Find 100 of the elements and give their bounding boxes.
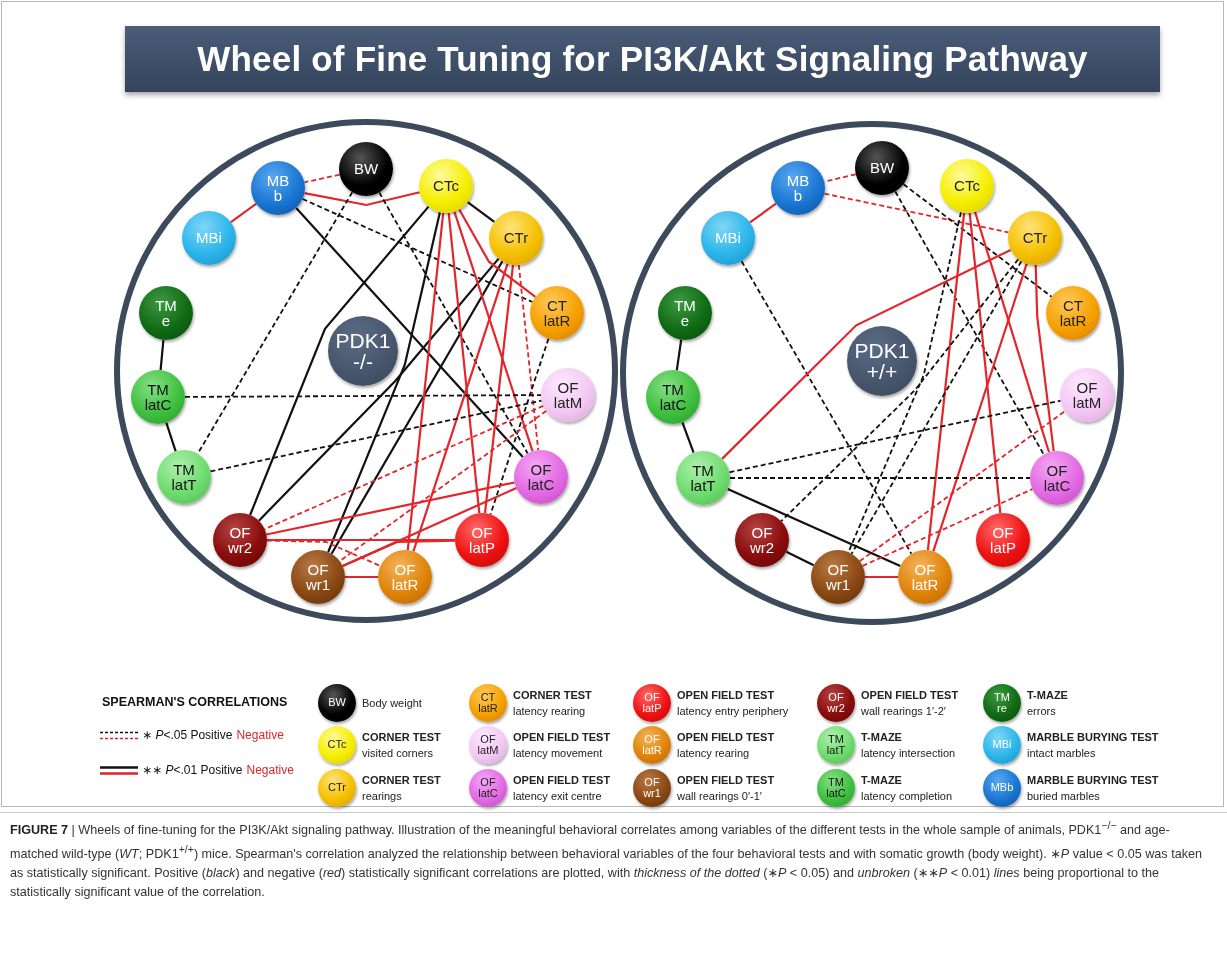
bubble-label: OF latM xyxy=(1072,379,1102,411)
legend-text: Negative xyxy=(246,763,294,777)
correlation-line xyxy=(785,550,815,567)
variable-bubble xyxy=(251,161,305,215)
bubble-label: OF latP xyxy=(989,524,1017,556)
variable-bubble xyxy=(983,769,1021,807)
wheel-ring xyxy=(114,119,618,623)
bubble-label: MBb xyxy=(990,782,1014,794)
variable-bubble xyxy=(676,451,730,505)
variable-bubble xyxy=(339,142,393,196)
correlation-line xyxy=(267,538,455,542)
legend-heading: CORNER TEST xyxy=(362,730,441,745)
legend-heading: OPEN FIELD TEST xyxy=(861,688,959,703)
bubble-label: CT latR xyxy=(1058,297,1088,329)
correlation-line xyxy=(780,258,1020,522)
correlation-line xyxy=(230,202,257,224)
legend-title: SPEARMAN'S CORRELATIONS xyxy=(102,695,288,709)
correlation-line xyxy=(467,201,495,223)
bubble-label: OF latR xyxy=(641,733,663,757)
variable-bubble xyxy=(817,684,855,722)
variable-bubble xyxy=(855,141,909,195)
variable-bubble xyxy=(940,159,994,213)
variable-bubble xyxy=(213,513,267,567)
variable-bubble xyxy=(701,211,755,265)
correlation-line xyxy=(823,192,1010,234)
bubble-label: CTc xyxy=(953,178,981,194)
correlation-line xyxy=(209,399,543,473)
bubble-label: MBi xyxy=(195,230,223,246)
bubble-label: TM latC xyxy=(658,381,688,413)
legend-description: visited corners xyxy=(362,746,434,761)
correlation-line xyxy=(249,205,430,516)
wheel-ring xyxy=(620,121,1124,625)
correlation-line xyxy=(932,263,1028,552)
bubble-label: TM latC xyxy=(825,776,847,800)
correlation-line xyxy=(301,198,534,303)
correlation-line xyxy=(850,260,1023,555)
bubble-label: CTr xyxy=(327,782,347,794)
correlation-line xyxy=(184,394,542,398)
bubble-label: BW xyxy=(327,697,347,709)
variable-bubble xyxy=(139,286,193,340)
legend-heading: T-MAZE xyxy=(861,730,903,745)
correlation-line xyxy=(378,191,529,455)
variable-bubble xyxy=(976,513,1030,567)
correlation-line xyxy=(330,260,504,555)
bubble-label: CTc xyxy=(432,178,460,194)
bubble-label: CTr xyxy=(1021,230,1049,246)
bubble-label: TM latT xyxy=(825,733,847,757)
bubble-label: PDK1 +/+ xyxy=(854,339,910,383)
legend-heading: OPEN FIELD TEST xyxy=(677,688,776,703)
variable-bubble xyxy=(318,726,356,764)
bubble-label: OF latP xyxy=(641,691,663,715)
variable-bubble xyxy=(318,684,356,722)
bubble-label: OF wr2 xyxy=(748,524,776,556)
bubble-label: BW xyxy=(868,160,896,176)
variable-bubble xyxy=(318,769,356,807)
correlation-line xyxy=(338,410,548,562)
legend-heading: OPEN FIELD TEST xyxy=(513,773,611,788)
bubble-label: OF latP xyxy=(468,524,496,556)
legend-description: latency rearing xyxy=(513,704,587,719)
correlation-line xyxy=(749,202,777,224)
legend-description: intact marbles xyxy=(1027,746,1097,761)
correlation-line xyxy=(327,212,441,553)
bubble-label: CT latR xyxy=(542,297,572,329)
correlation-line xyxy=(861,488,1034,567)
correlation-line xyxy=(295,207,524,458)
correlation-line xyxy=(345,575,378,579)
correlation-line xyxy=(266,481,515,536)
bubble-label: OF wr1 xyxy=(304,561,332,593)
variable-bubble xyxy=(182,211,236,265)
correlation-line xyxy=(453,211,534,452)
correlation-line xyxy=(729,477,1031,479)
bubble-label: OF latC xyxy=(477,776,499,800)
bubble-label: OF latR xyxy=(910,561,940,593)
correlation-line xyxy=(304,191,420,207)
caption: FIGURE 7 | Wheels of fine-tuning for the PI3K/Akt signaling pathway. Illustration of the meaningful behavioral correlates among variables of the different tests in the whole sample of animals, PDK1$^{−/−}$ and age-matched wild-type (WT; PDK1$^{+/+}$) mice. Spearman's correlation analyzed the relationship between behavioral variables of the four behavioral tests and with somatic growth (body weight). ∗P value < 0.05 was taken as statistically significant. Positive (black) and negative (red) statistically significant correlations are plotted, with thickness of the dotted (∗P < 0.05) and unbroken (∗∗P < 0.01) lines being proportional to the statistically significant value of the correlation. xyxy=(10,818,1203,902)
bubble-label: OF latM xyxy=(476,733,500,757)
variable-bubble xyxy=(983,684,1021,722)
legend-heading: CORNER TEST xyxy=(513,688,592,703)
legend-heading: T-MAZE xyxy=(1027,688,1068,703)
correlation-line xyxy=(266,539,382,567)
legend-description: latency exit centre xyxy=(513,789,603,804)
legend-heading: OPEN FIELD TEST xyxy=(677,730,775,745)
variable-bubble xyxy=(489,211,543,265)
variable-bubble xyxy=(514,450,568,504)
correlation-line xyxy=(159,339,165,371)
bubble-label: OF wr1 xyxy=(642,776,662,800)
variable-bubble xyxy=(469,684,507,722)
bubble-label: MBb xyxy=(265,172,291,204)
legend-heading: CORNER TEST xyxy=(362,773,441,788)
bubble-label: BW xyxy=(352,161,380,177)
correlation-line xyxy=(342,487,517,567)
variable-bubble xyxy=(378,550,432,604)
correlation-line xyxy=(681,421,695,454)
bubble-label: PDK1 -/- xyxy=(335,329,391,373)
correlation-line xyxy=(458,208,537,298)
variable-bubble xyxy=(541,368,595,422)
variable-bubble xyxy=(735,513,789,567)
correlation-line xyxy=(902,183,1053,298)
correlation-line xyxy=(740,260,913,555)
legend-description: wall rearings 1′-2′ xyxy=(861,704,947,719)
